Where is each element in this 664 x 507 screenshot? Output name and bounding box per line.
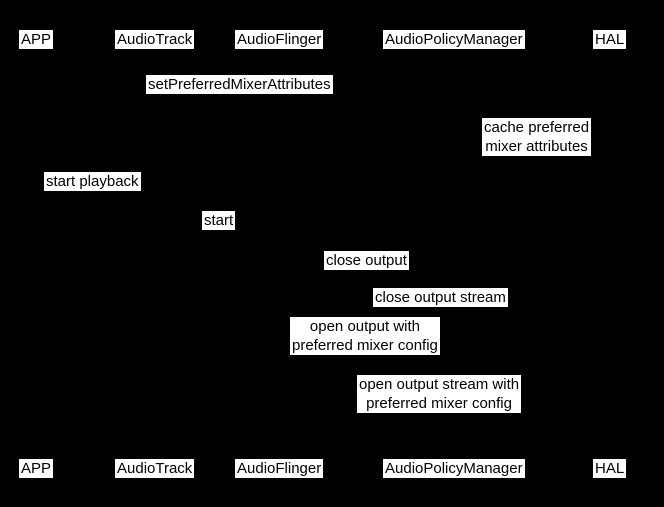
participant-top-audiotrack: AudioTrack (115, 30, 195, 49)
participant-bottom-audioflinger: AudioFlinger (235, 459, 324, 478)
message-start-playback: start playback (44, 172, 141, 191)
participant-bottom-hal: HAL (593, 459, 627, 478)
participant-bottom-audiotrack: AudioTrack (115, 459, 195, 478)
message-open-output-with-preferred-mixer-config: open output with preferred mixer config (290, 317, 440, 355)
message-cache-preferred-mixer-attributes: cache preferred mixer attributes (482, 118, 592, 156)
participant-bottom-app: APP (19, 459, 54, 478)
participant-bottom-audiopolicymanager: AudioPolicyManager (383, 459, 525, 478)
participant-top-hal: HAL (593, 30, 627, 49)
participant-top-audioflinger: AudioFlinger (235, 30, 324, 49)
message-close-output-stream: close output stream (373, 288, 508, 307)
message-open-output-stream-with-preferred-mixer-config: open output stream with preferred mixer … (357, 375, 522, 413)
message-close-output: close output (324, 251, 409, 270)
message-set-preferred-mixer-attributes: setPreferredMixerAttributes (146, 75, 333, 94)
message-start: start (202, 211, 236, 230)
participant-top-audiopolicymanager: AudioPolicyManager (383, 30, 525, 49)
participant-top-app: APP (19, 30, 54, 49)
